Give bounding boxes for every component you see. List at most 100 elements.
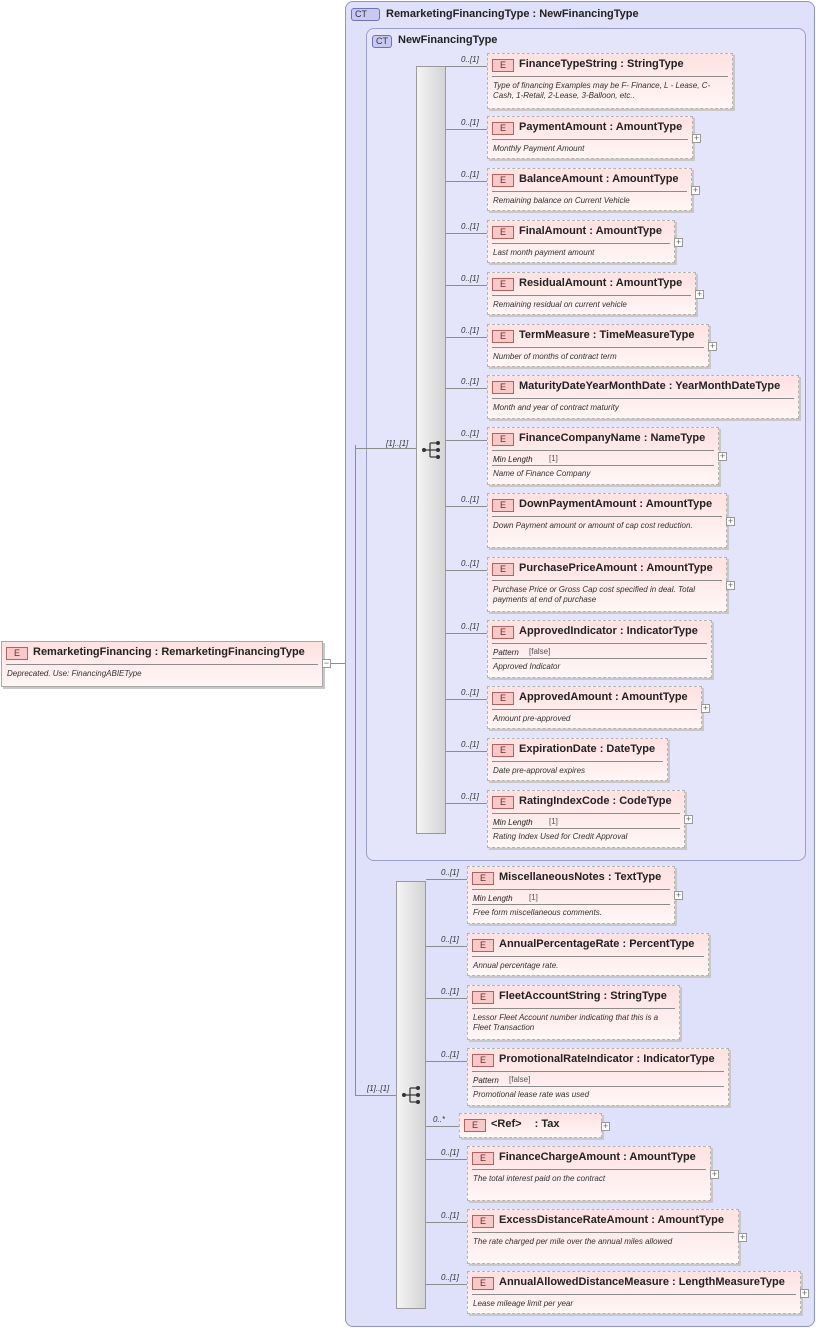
element-cardinality: 0..[1] (461, 326, 479, 335)
connector-line (446, 285, 487, 286)
separator (6, 664, 318, 665)
separator (492, 295, 691, 296)
element-name-text: DownPaymentAmount (519, 498, 637, 510)
element-cardinality: 0..[1] (461, 792, 479, 801)
element-name-text: FinanceChargeAmount (499, 1151, 621, 1163)
element-icon: E (472, 1054, 494, 1067)
element-type-text: AmountType (621, 691, 688, 703)
facet-label: Min Length (473, 894, 513, 903)
element-doc: Last month payment amount (493, 248, 595, 257)
expand-icon[interactable]: + (710, 1169, 719, 1179)
element-doc: Lessor Fleet Account number indicating t… (473, 1013, 659, 1032)
expand-icon[interactable]: + (800, 1288, 809, 1298)
separator (472, 1071, 724, 1072)
element-type-text: CodeType (619, 795, 672, 807)
element-name: MiscellaneousNotes : TextType (499, 871, 661, 883)
connector-line (446, 803, 487, 804)
connector-line (446, 388, 487, 389)
element-name: TermMeasure : TimeMeasureType (519, 329, 694, 341)
element-name-text: <Ref> (491, 1118, 522, 1130)
connector-line (446, 570, 487, 571)
element-icon: E (492, 433, 514, 446)
type-separator: : (617, 58, 627, 70)
separator (492, 243, 670, 244)
expand-icon[interactable]: + (692, 133, 701, 143)
element-icon: E (492, 499, 514, 512)
separator (492, 191, 687, 192)
element-type-text: YearMonthDateType (675, 380, 781, 392)
expand-icon[interactable]: + (684, 814, 693, 824)
element-icon: E (472, 1277, 494, 1290)
separator (472, 1169, 706, 1170)
element-doc: Approved Indicator (493, 662, 561, 671)
element-icon: E (492, 122, 514, 135)
element-name-text: ExpirationDate (519, 743, 597, 755)
expand-icon[interactable]: + (701, 703, 710, 713)
expand-icon[interactable]: + (726, 580, 735, 590)
connector-line (426, 1061, 467, 1062)
type-separator: : (668, 1276, 679, 1288)
separator (492, 450, 714, 451)
expand-icon[interactable]: + (674, 237, 683, 247)
element-cardinality: 0..[1] (441, 987, 459, 996)
connector-line (446, 751, 487, 752)
element-box[interactable]: E<Ref> : Tax (459, 1113, 602, 1138)
separator (492, 813, 680, 814)
complex-type-icon: CT (372, 35, 392, 48)
expand-icon[interactable]: + (738, 1232, 747, 1242)
expand-icon[interactable]: + (695, 289, 704, 299)
element-doc: Number of months of contract term (493, 352, 617, 361)
expand-icon[interactable]: + (718, 451, 727, 461)
element-name: MaturityDateYearMonthDate : YearMonthDat… (519, 380, 780, 392)
root-element-box[interactable]: E RemarketingFinancing : RemarketingFina… (1, 641, 323, 687)
separator (492, 465, 714, 466)
expand-icon[interactable]: + (601, 1121, 610, 1131)
separator (492, 516, 722, 517)
element-doc: Amount pre-approved (493, 714, 571, 723)
facet-value: [false] (509, 1075, 531, 1084)
type-separator: : (619, 938, 630, 950)
element-doc: The rate charged per mile over the annua… (473, 1237, 673, 1246)
element-doc: Date pre-approval expires (493, 766, 586, 775)
collapse-toggle-icon[interactable]: − (322, 658, 331, 668)
connector-line (426, 1126, 459, 1127)
facet-value: [1] (549, 817, 558, 826)
element-name: ResidualAmount : AmountType (519, 277, 682, 289)
separator (472, 1232, 734, 1233)
element-type-text: AmountType (615, 277, 683, 289)
element-type-text: Tax (541, 1118, 560, 1130)
element-name-text: AnnualAllowedDistanceMeasure (499, 1276, 669, 1288)
element-name: PurchasePriceAmount : AmountType (519, 562, 713, 574)
element-icon: E (472, 872, 494, 885)
type-separator: : (636, 498, 646, 510)
element-icon: E (472, 939, 494, 952)
expand-icon[interactable]: + (726, 516, 735, 526)
expand-icon[interactable]: + (674, 890, 683, 900)
expand-icon[interactable]: + (691, 185, 700, 195)
expand-icon[interactable]: + (708, 341, 717, 351)
element-doc: Lease mileage limit per year (473, 1299, 574, 1308)
element-cardinality: 0..[1] (461, 274, 479, 283)
element-name-text: MaturityDateYearMonthDate (519, 380, 666, 392)
